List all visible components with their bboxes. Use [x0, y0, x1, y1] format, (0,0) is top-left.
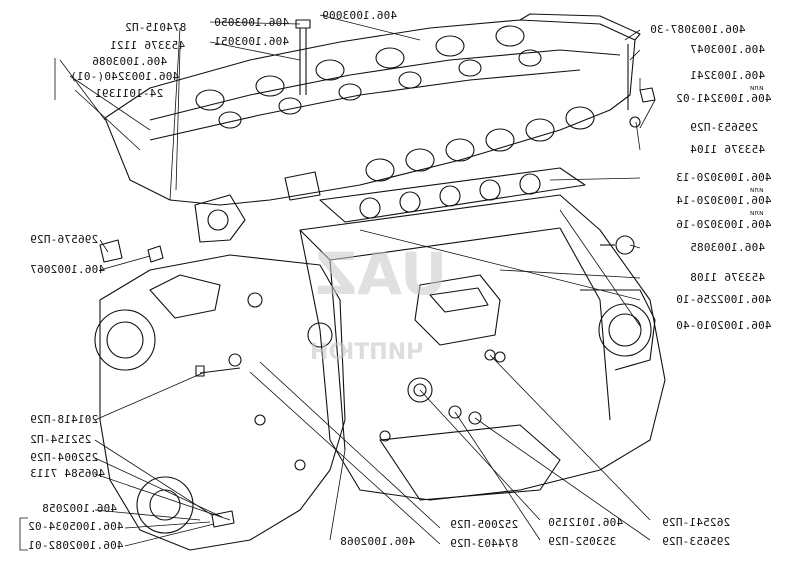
callout-label: 406.1003086: [92, 55, 168, 68]
callout-label: 406.1003047: [690, 43, 766, 56]
camshaft-caps: [195, 25, 542, 129]
or-word: или: [750, 186, 764, 194]
callout-label: 453376 1108: [690, 271, 766, 284]
callout-label: 874015-П2: [125, 21, 187, 34]
loose-parts: [99, 87, 656, 528]
callout-label: 406.1003051: [214, 35, 290, 48]
callout-label: 406.1003087-30: [650, 23, 746, 36]
leader-lines: [59, 14, 656, 547]
front-cover: [94, 254, 346, 551]
callout-label: 252004-П29: [30, 451, 99, 464]
callout-label: 406.1012150: [548, 516, 624, 529]
callout-label: 262541-П29: [662, 516, 731, 529]
callout-label: 296576-П29: [30, 233, 99, 246]
callout-label: 406.1003085: [690, 241, 766, 254]
callout-label: 406.1002082-01: [28, 539, 124, 552]
callout-label: 353052-П29: [548, 535, 617, 548]
callout-label: 406584 7113: [30, 467, 106, 480]
callout-label: 406.1003020-13: [676, 171, 772, 184]
callout-label: 252005-П29: [450, 518, 519, 531]
callout-label: 406.1005034-02: [28, 520, 124, 533]
callout-label: 453376 1121: [110, 39, 186, 52]
callout-label: 406.1003050: [214, 16, 290, 29]
callout-label: 406.1003020-16: [676, 218, 772, 231]
callout-label: 406.1002068: [340, 535, 416, 548]
head-gasket: [319, 167, 586, 223]
callout-label: 295653-П29: [690, 121, 759, 134]
callout-label: 406.1003240(-01): [70, 70, 180, 83]
callout-label: 406.1002067: [30, 263, 106, 276]
callout-label: 406.1002256-10: [676, 293, 772, 306]
callout-label: 406.1002010-40: [676, 319, 772, 332]
watermark-text: ЧИПТЮН: [310, 340, 424, 365]
engine-block: [299, 194, 666, 501]
callout-label: 406.1003241: [690, 69, 766, 82]
thermostat-housing: [194, 171, 321, 243]
callout-label: 406.1003009: [322, 9, 398, 22]
label-bracket: [19, 517, 28, 551]
callout-label: 406.1003241-02: [676, 92, 772, 105]
callout-label: 201418-П29: [30, 413, 99, 426]
or-word: или: [750, 84, 764, 92]
watermark-logo: UAZ: [315, 240, 448, 308]
callout-label: 406.1002058: [42, 502, 118, 515]
cylinder-head: [104, 13, 641, 206]
or-word: или: [750, 209, 764, 217]
callout-label: 295653-П29: [662, 535, 731, 548]
callout-label: 874403-П29: [450, 537, 519, 550]
callout-label: 24-1011391: [95, 87, 164, 100]
exhaust-ports: [365, 106, 595, 182]
callout-label: 406.1003020-14: [676, 194, 772, 207]
callout-label: 453376 1104: [690, 143, 766, 156]
callout-label: 252154-П2: [30, 433, 92, 446]
